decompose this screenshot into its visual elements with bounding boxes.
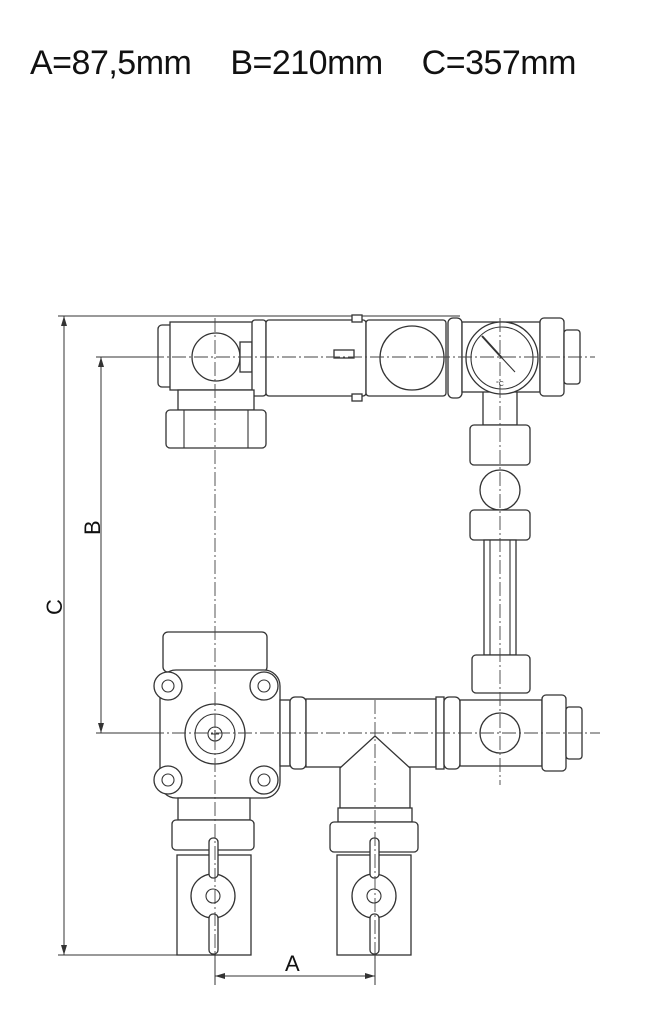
ball-valve-right xyxy=(329,807,419,956)
mixing-valve xyxy=(153,631,291,799)
dimension-a-value: A=87,5mm xyxy=(30,44,192,82)
dimension-c-value: C=357mm xyxy=(421,44,577,82)
dimension-c: C xyxy=(42,315,460,956)
dimensions-header: A=87,5mm B=210mm C=357mm xyxy=(30,44,606,83)
dimension-a: A xyxy=(214,951,376,985)
label-b: B xyxy=(80,520,105,535)
distribution-tee xyxy=(289,694,583,809)
label-c: C xyxy=(42,599,67,615)
ball-valve-left xyxy=(171,797,255,956)
label-a: A xyxy=(285,951,300,976)
centerlines xyxy=(150,318,600,960)
dimension-b: B xyxy=(80,356,160,734)
dimension-b-value: B=210mm xyxy=(230,44,383,82)
thermometer-gauge: °C xyxy=(465,321,539,395)
